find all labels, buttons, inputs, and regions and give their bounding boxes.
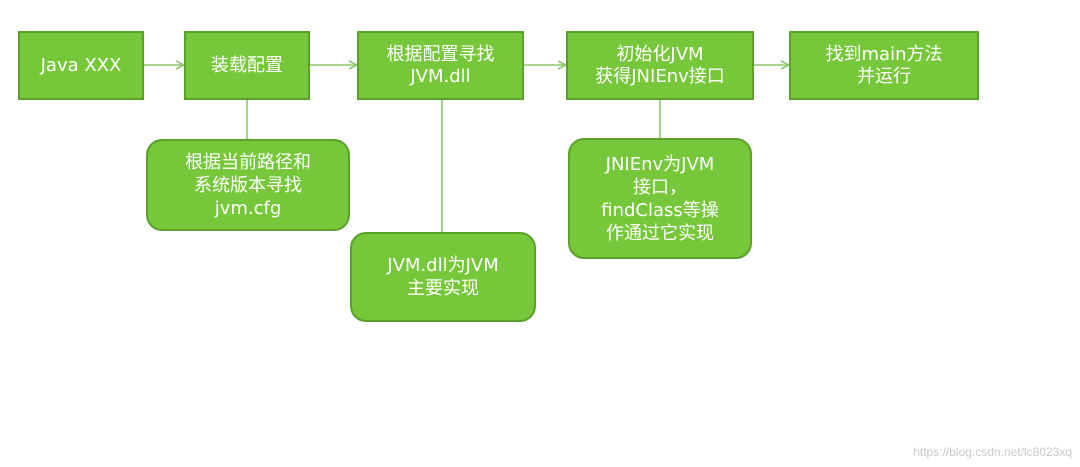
step-init-jvm: 初始化JVM 获得JNIEnv接口 (566, 31, 754, 100)
step-java-xxx: Java XXX (18, 31, 144, 100)
step-find-jvm-dll: 根据配置寻找 JVM.dll (357, 31, 524, 100)
note-jnienv-interface: JNIEnv为JVM 接口， findClass等操 作通过它实现 (568, 138, 752, 259)
note-find-jvm-cfg: 根据当前路径和 系统版本寻找 jvm.cfg (146, 139, 350, 231)
step-run-main: 找到main方法 并运行 (789, 31, 979, 100)
step-load-config: 装载配置 (184, 31, 310, 100)
watermark: https://blog.csdn.net/lc8023xq (913, 445, 1072, 459)
note-jvm-dll-impl: JVM.dll为JVM 主要实现 (350, 232, 536, 322)
